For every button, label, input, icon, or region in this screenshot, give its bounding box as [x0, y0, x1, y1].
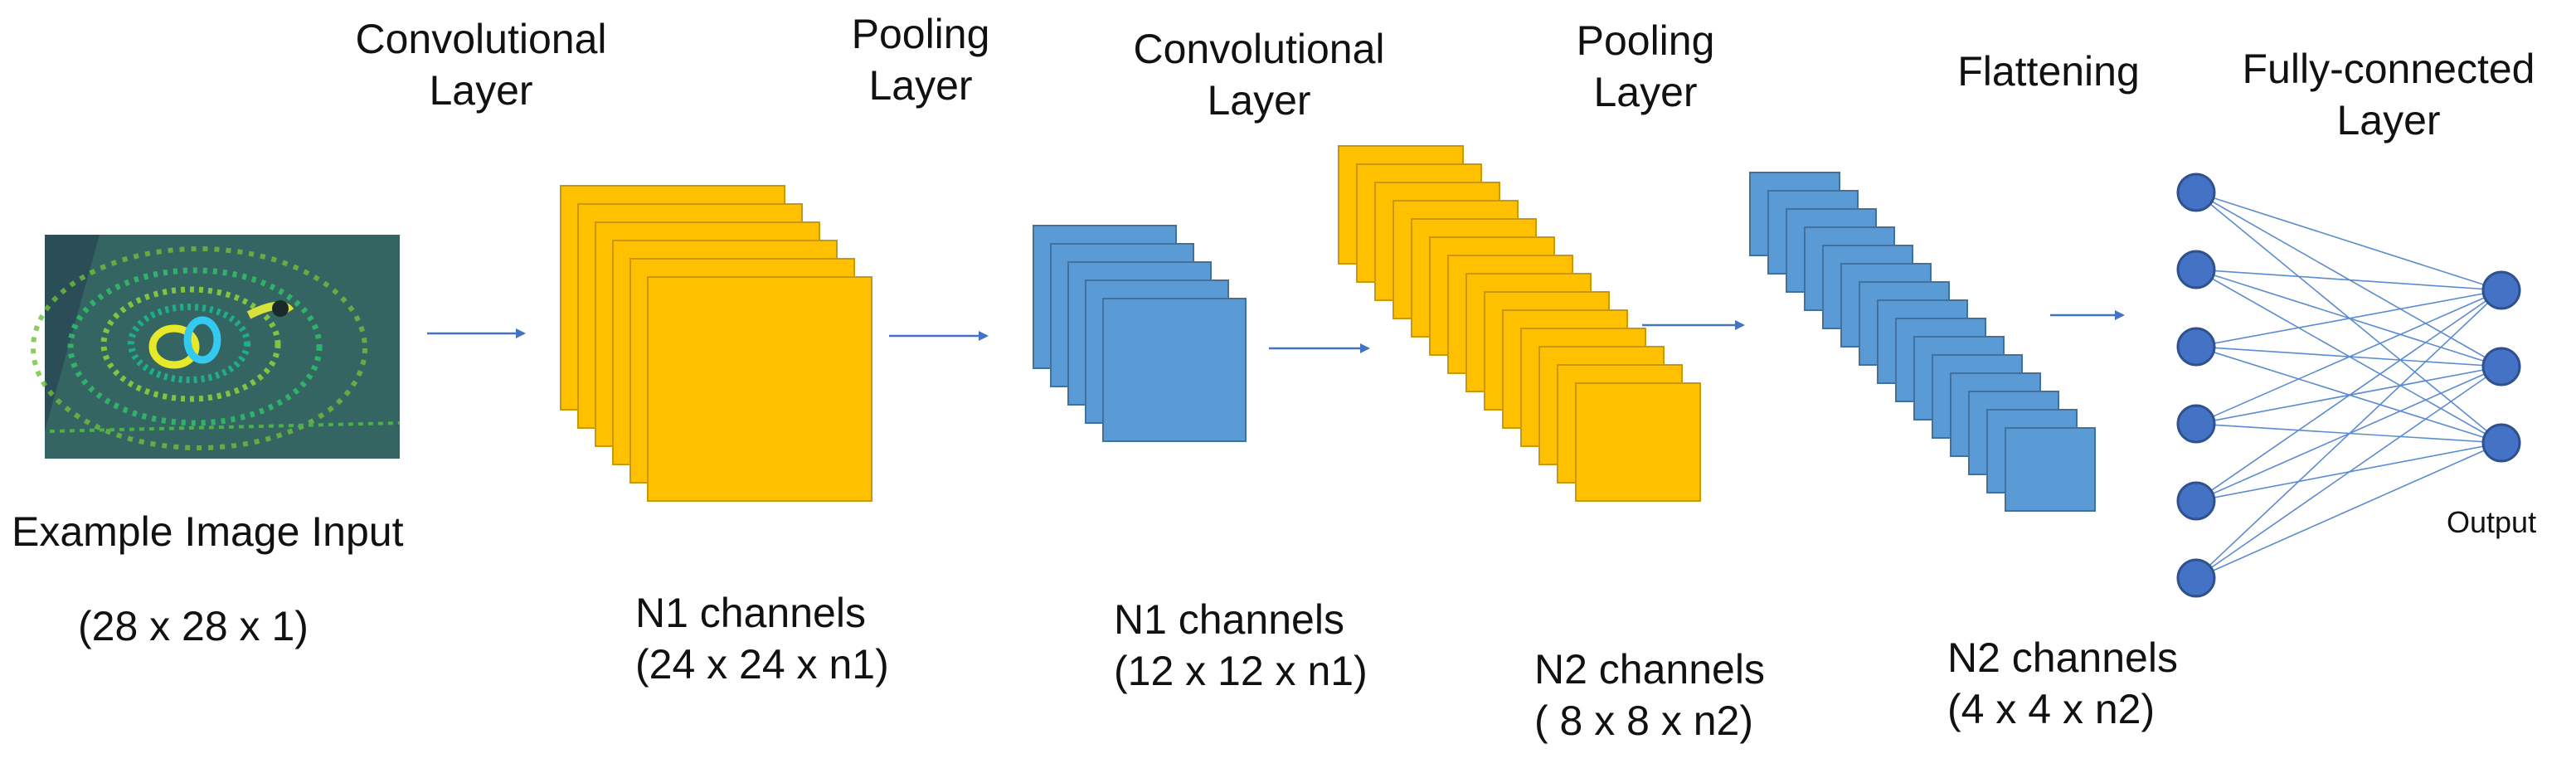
pool1-caption: N1 channels (12 x 12 x n1)	[1114, 594, 1368, 697]
conv1-caption: N1 channels (24 x 24 x n1)	[635, 587, 889, 690]
fc-connections	[2195, 192, 2502, 579]
fc-header-line2: Layer	[2336, 97, 2441, 143]
fc-input-node-6	[2176, 558, 2216, 598]
flatten-header: Flattening	[1957, 48, 2140, 95]
pool2-feature-maps	[1749, 172, 2096, 512]
fc-header-line1: Fully-connected	[2242, 46, 2535, 92]
fc-edge-6-3	[2195, 442, 2502, 579]
fc-edge-6-2	[2195, 366, 2502, 579]
conv2-map-14	[1575, 382, 1701, 502]
conv1-feature-maps	[560, 185, 872, 502]
fc-edge-4-1	[2195, 289, 2502, 425]
pool2-map-15	[2005, 427, 2096, 512]
conv1-dims: (24 x 24 x n1)	[635, 641, 889, 688]
fc-input-node-2	[2176, 250, 2216, 289]
fc-edge-1-1	[2195, 192, 2502, 291]
conv1-channels: N1 channels	[635, 590, 866, 636]
fc-output-node-2	[2481, 347, 2521, 386]
pool1-header: Pooling Layer	[852, 8, 990, 111]
fc-edge-3-1	[2195, 289, 2502, 348]
conv1-header-line2: Layer	[429, 67, 533, 114]
fc-edge-2-1	[2195, 269, 2502, 291]
pool2-dims: (4 x 4 x n2)	[1947, 686, 2156, 732]
fc-input-node-3	[2176, 327, 2216, 367]
pool1-channels: N1 channels	[1114, 596, 1344, 643]
pool2-header: Pooling Layer	[1577, 15, 1715, 118]
conv2-header-line1: Convolutional	[1133, 26, 1385, 72]
pool1-map-5	[1102, 298, 1247, 442]
conv1-header: Convolutional Layer	[356, 13, 607, 116]
pool1-dims: (12 x 12 x n1)	[1114, 648, 1368, 694]
fc-nodes	[2176, 173, 2521, 598]
conv1-header-line1: Convolutional	[355, 16, 607, 62]
fc-header: Fully-connected Layer	[2243, 43, 2535, 146]
conv2-header: Convolutional Layer	[1134, 23, 1385, 126]
example-input-image	[31, 235, 401, 459]
conv2-channels: N2 channels	[1534, 646, 1765, 693]
conv2-feature-maps	[1338, 145, 1701, 502]
fc-edge-6-1	[2195, 289, 2502, 579]
conv2-header-line2: Layer	[1207, 77, 1311, 124]
fc-edge-5-1	[2195, 289, 2502, 502]
conv2-caption: N2 channels ( 8 x 8 x n2)	[1534, 644, 1765, 746]
conv1-map-6	[647, 276, 872, 502]
fc-output-node-3	[2481, 423, 2521, 463]
pool1-header-line1: Pooling	[851, 11, 990, 57]
input-dims: (28 x 28 x 1)	[78, 603, 309, 649]
fc-input-node-4	[2176, 404, 2216, 444]
pool2-caption: N2 channels (4 x 4 x n2)	[1947, 632, 2178, 735]
pool2-header-line2: Layer	[1593, 69, 1698, 115]
fc-input-node-1	[2176, 173, 2216, 212]
pool1-feature-maps	[1033, 225, 1247, 442]
output-label: Output	[2447, 505, 2537, 539]
fc-output-node-1	[2481, 270, 2521, 310]
pool2-header-line1: Pooling	[1576, 17, 1715, 64]
fc-input-node-5	[2176, 481, 2216, 521]
conv2-dims: ( 8 x 8 x n2)	[1534, 698, 1753, 744]
pool1-header-line2: Layer	[868, 62, 973, 109]
pool2-channels: N2 channels	[1947, 634, 2178, 681]
input-label: Example Image Input	[12, 508, 404, 555]
